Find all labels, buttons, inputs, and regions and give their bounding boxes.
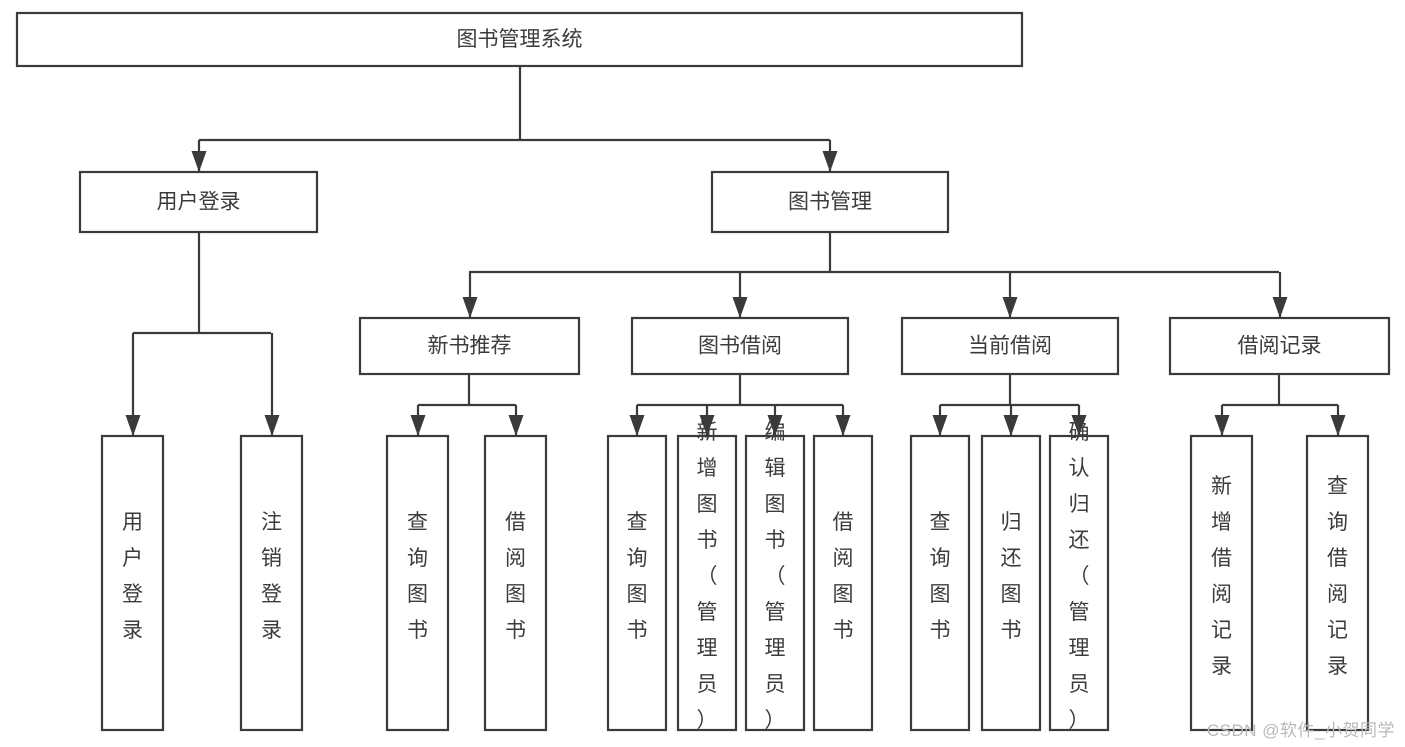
leaf-node-user-login-leaf-label: 用户登录	[122, 511, 143, 642]
leaf-node-borrow-book-1[interactable]: 借阅图书	[483, 434, 548, 732]
leaf-node-logout-leaf[interactable]: 注销登录	[239, 434, 304, 732]
level2-node-borrow-record-box[interactable]	[1168, 316, 1391, 376]
leaf-node-query-book-1-box[interactable]	[385, 434, 450, 732]
level1-node-user-login[interactable]: 用户登录	[78, 170, 319, 234]
leaf-node-query-book-3[interactable]: 查询图书	[909, 434, 971, 732]
leaf-node-logout-leaf-label: 注销登录	[261, 511, 282, 642]
arrow-head-icon-query-book-1	[410, 415, 426, 436]
level2-node-current-borrow-box[interactable]	[900, 316, 1120, 376]
level1-node-book-management-label: 图书管理	[788, 191, 872, 214]
leaf-node-logout-leaf-box[interactable]	[239, 434, 304, 732]
leaf-node-borrow-book-2[interactable]: 借阅图书	[812, 434, 874, 732]
arrow-head-icon-add-borrow-record	[1214, 415, 1230, 436]
leaf-node-user-login-leaf[interactable]: 用户登录	[100, 434, 165, 732]
arrow-head-icon-user-login	[191, 151, 207, 172]
level2-node-new-book-recommend-label: 新书推荐	[428, 335, 512, 358]
root-node-book-management-system-label: 图书管理系统	[457, 28, 583, 51]
leaf-node-borrow-book-2-box[interactable]	[812, 434, 874, 732]
level2-node-current-borrow[interactable]: 当前借阅	[900, 316, 1120, 376]
leaf-node-query-borrow-record[interactable]: 查询借阅记录	[1305, 434, 1370, 732]
arrow-head-icon-borrow-book-2	[835, 415, 851, 436]
arrow-head-icon-borrow-record	[1272, 297, 1288, 318]
arrow-head-icon-new-book-recommend	[462, 297, 478, 318]
leaf-node-user-login-leaf-box[interactable]	[100, 434, 165, 732]
leaf-node-edit-book-admin-box[interactable]	[744, 434, 806, 732]
arrow-head-icon-user-login-leaf	[125, 415, 141, 436]
level1-node-book-management[interactable]: 图书管理	[710, 170, 950, 234]
arrow-head-icon-book-borrow	[732, 297, 748, 318]
leaf-node-query-book-2-box[interactable]	[606, 434, 668, 732]
level1-node-book-management-box[interactable]	[710, 170, 950, 234]
level2-node-new-book-recommend[interactable]: 新书推荐	[358, 316, 581, 376]
arrow-head-icon-borrow-book-1	[508, 415, 524, 436]
leaf-node-query-book-2[interactable]: 查询图书	[606, 434, 668, 732]
leaf-node-add-book-admin-box[interactable]	[676, 434, 738, 732]
level1-node-user-login-label: 用户登录	[157, 191, 241, 214]
level2-node-book-borrow[interactable]: 图书借阅	[630, 316, 850, 376]
level2-node-borrow-record[interactable]: 借阅记录	[1168, 316, 1391, 376]
level2-node-current-borrow-label: 当前借阅	[968, 335, 1052, 358]
nodes-layer: 图书管理系统用户登录图书管理新书推荐图书借阅当前借阅借阅记录用户登录注销登录查询…	[15, 11, 1391, 732]
arrow-head-icon-confirm-return-admin	[1071, 415, 1087, 436]
leaf-node-add-book-admin[interactable]: 新增图书（管理员）	[676, 421, 738, 732]
leaf-node-confirm-return-admin-label: 确认归还（管理员）	[1069, 421, 1090, 732]
leaf-node-return-book-label: 归还图书	[1001, 511, 1022, 642]
leaf-node-query-borrow-record-box[interactable]	[1305, 434, 1370, 732]
leaf-node-return-book-box[interactable]	[980, 434, 1042, 732]
level2-node-book-borrow-box[interactable]	[630, 316, 850, 376]
leaf-node-edit-book-admin[interactable]: 编辑图书（管理员）	[744, 421, 806, 732]
arrow-head-icon-query-book-2	[629, 415, 645, 436]
leaf-node-return-book[interactable]: 归还图书	[980, 434, 1042, 732]
level1-node-user-login-box[interactable]	[78, 170, 319, 234]
leaf-node-add-book-admin-label: 新增图书（管理员）	[697, 421, 718, 732]
arrow-head-icon-current-borrow	[1002, 297, 1018, 318]
leaf-node-query-book-1-label: 查询图书	[407, 511, 428, 642]
connectors-layer	[125, 66, 1346, 436]
arrow-head-icon-logout-leaf	[264, 415, 280, 436]
leaf-node-query-book-2-label: 查询图书	[627, 511, 648, 642]
leaf-node-confirm-return-admin-box[interactable]	[1048, 434, 1110, 732]
leaf-node-borrow-book-2-label: 借阅图书	[833, 511, 854, 642]
leaf-node-edit-book-admin-label: 编辑图书（管理员）	[765, 421, 786, 732]
leaf-node-query-book-3-label: 查询图书	[930, 511, 951, 642]
arrow-head-icon-add-book-admin	[699, 415, 715, 436]
arrow-head-icon-return-book	[1003, 415, 1019, 436]
leaf-node-confirm-return-admin[interactable]: 确认归还（管理员）	[1048, 421, 1110, 732]
level2-node-new-book-recommend-box[interactable]	[358, 316, 581, 376]
level2-node-borrow-record-label: 借阅记录	[1238, 335, 1322, 358]
arrow-head-icon-book-management	[822, 151, 838, 172]
leaf-node-add-borrow-record-box[interactable]	[1189, 434, 1254, 732]
leaf-node-query-book-1[interactable]: 查询图书	[385, 434, 450, 732]
leaf-node-add-borrow-record[interactable]: 新增借阅记录	[1189, 434, 1254, 732]
arrow-head-icon-edit-book-admin	[767, 415, 783, 436]
root-node-book-management-system[interactable]: 图书管理系统	[15, 11, 1024, 68]
root-node-book-management-system-box[interactable]	[15, 11, 1024, 68]
level2-node-book-borrow-label: 图书借阅	[698, 335, 782, 358]
leaf-node-query-book-3-box[interactable]	[909, 434, 971, 732]
leaf-node-add-borrow-record-label: 新增借阅记录	[1211, 475, 1232, 678]
leaf-node-borrow-book-1-box[interactable]	[483, 434, 548, 732]
leaf-node-query-borrow-record-label: 查询借阅记录	[1327, 475, 1348, 678]
arrow-head-icon-query-book-3	[932, 415, 948, 436]
leaf-node-borrow-book-1-label: 借阅图书	[505, 511, 526, 642]
arrow-head-icon-query-borrow-record	[1330, 415, 1346, 436]
